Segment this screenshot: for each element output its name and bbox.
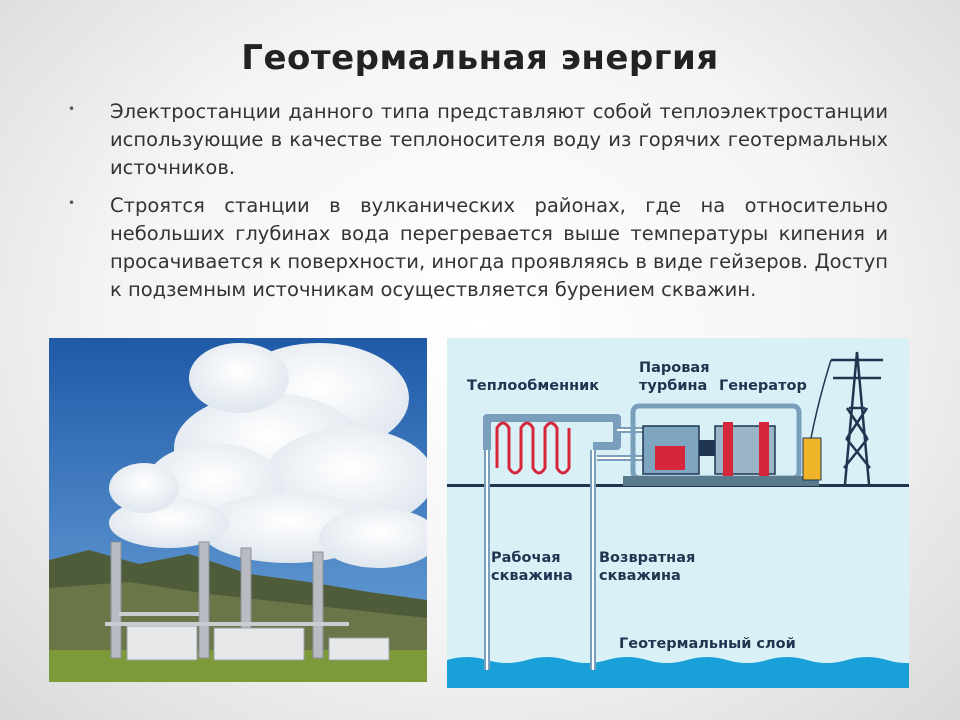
bullet-item: • Электростанции данного типа представля…	[68, 98, 888, 182]
steam-turbine-label-line2: турбина	[639, 378, 708, 394]
geothermal-plant-photo	[49, 338, 427, 682]
bullet-list: • Электростанции данного типа представля…	[68, 98, 888, 314]
bullet-text: Строятся станции в вулканических районах…	[110, 194, 888, 301]
return-well-label-line1: Возвратная	[599, 550, 696, 566]
bullet-item: • Строятся станции в вулканических район…	[68, 192, 888, 304]
production-well-label-line2: скважина	[491, 568, 573, 584]
bullet-dot-icon: •	[68, 196, 76, 210]
slide-title: Геотермальная энергия	[241, 38, 719, 78]
production-well-label-line1: Рабочая	[491, 550, 561, 566]
generator-label: Генератор	[719, 378, 807, 394]
heat-exchanger-label: Теплообменник	[467, 378, 600, 394]
steam-turbine-label-line1: Паровая	[639, 360, 710, 376]
bullet-text: Электростанции данного типа представляют…	[110, 100, 888, 179]
bullet-dot-icon: •	[68, 102, 76, 116]
geothermal-plant-diagram: Теплообменник Паровая турбина Генератор …	[447, 338, 927, 688]
geothermal-layer-label: Геотермальный слой	[619, 636, 796, 652]
return-well-label-line2: скважина	[599, 568, 681, 584]
